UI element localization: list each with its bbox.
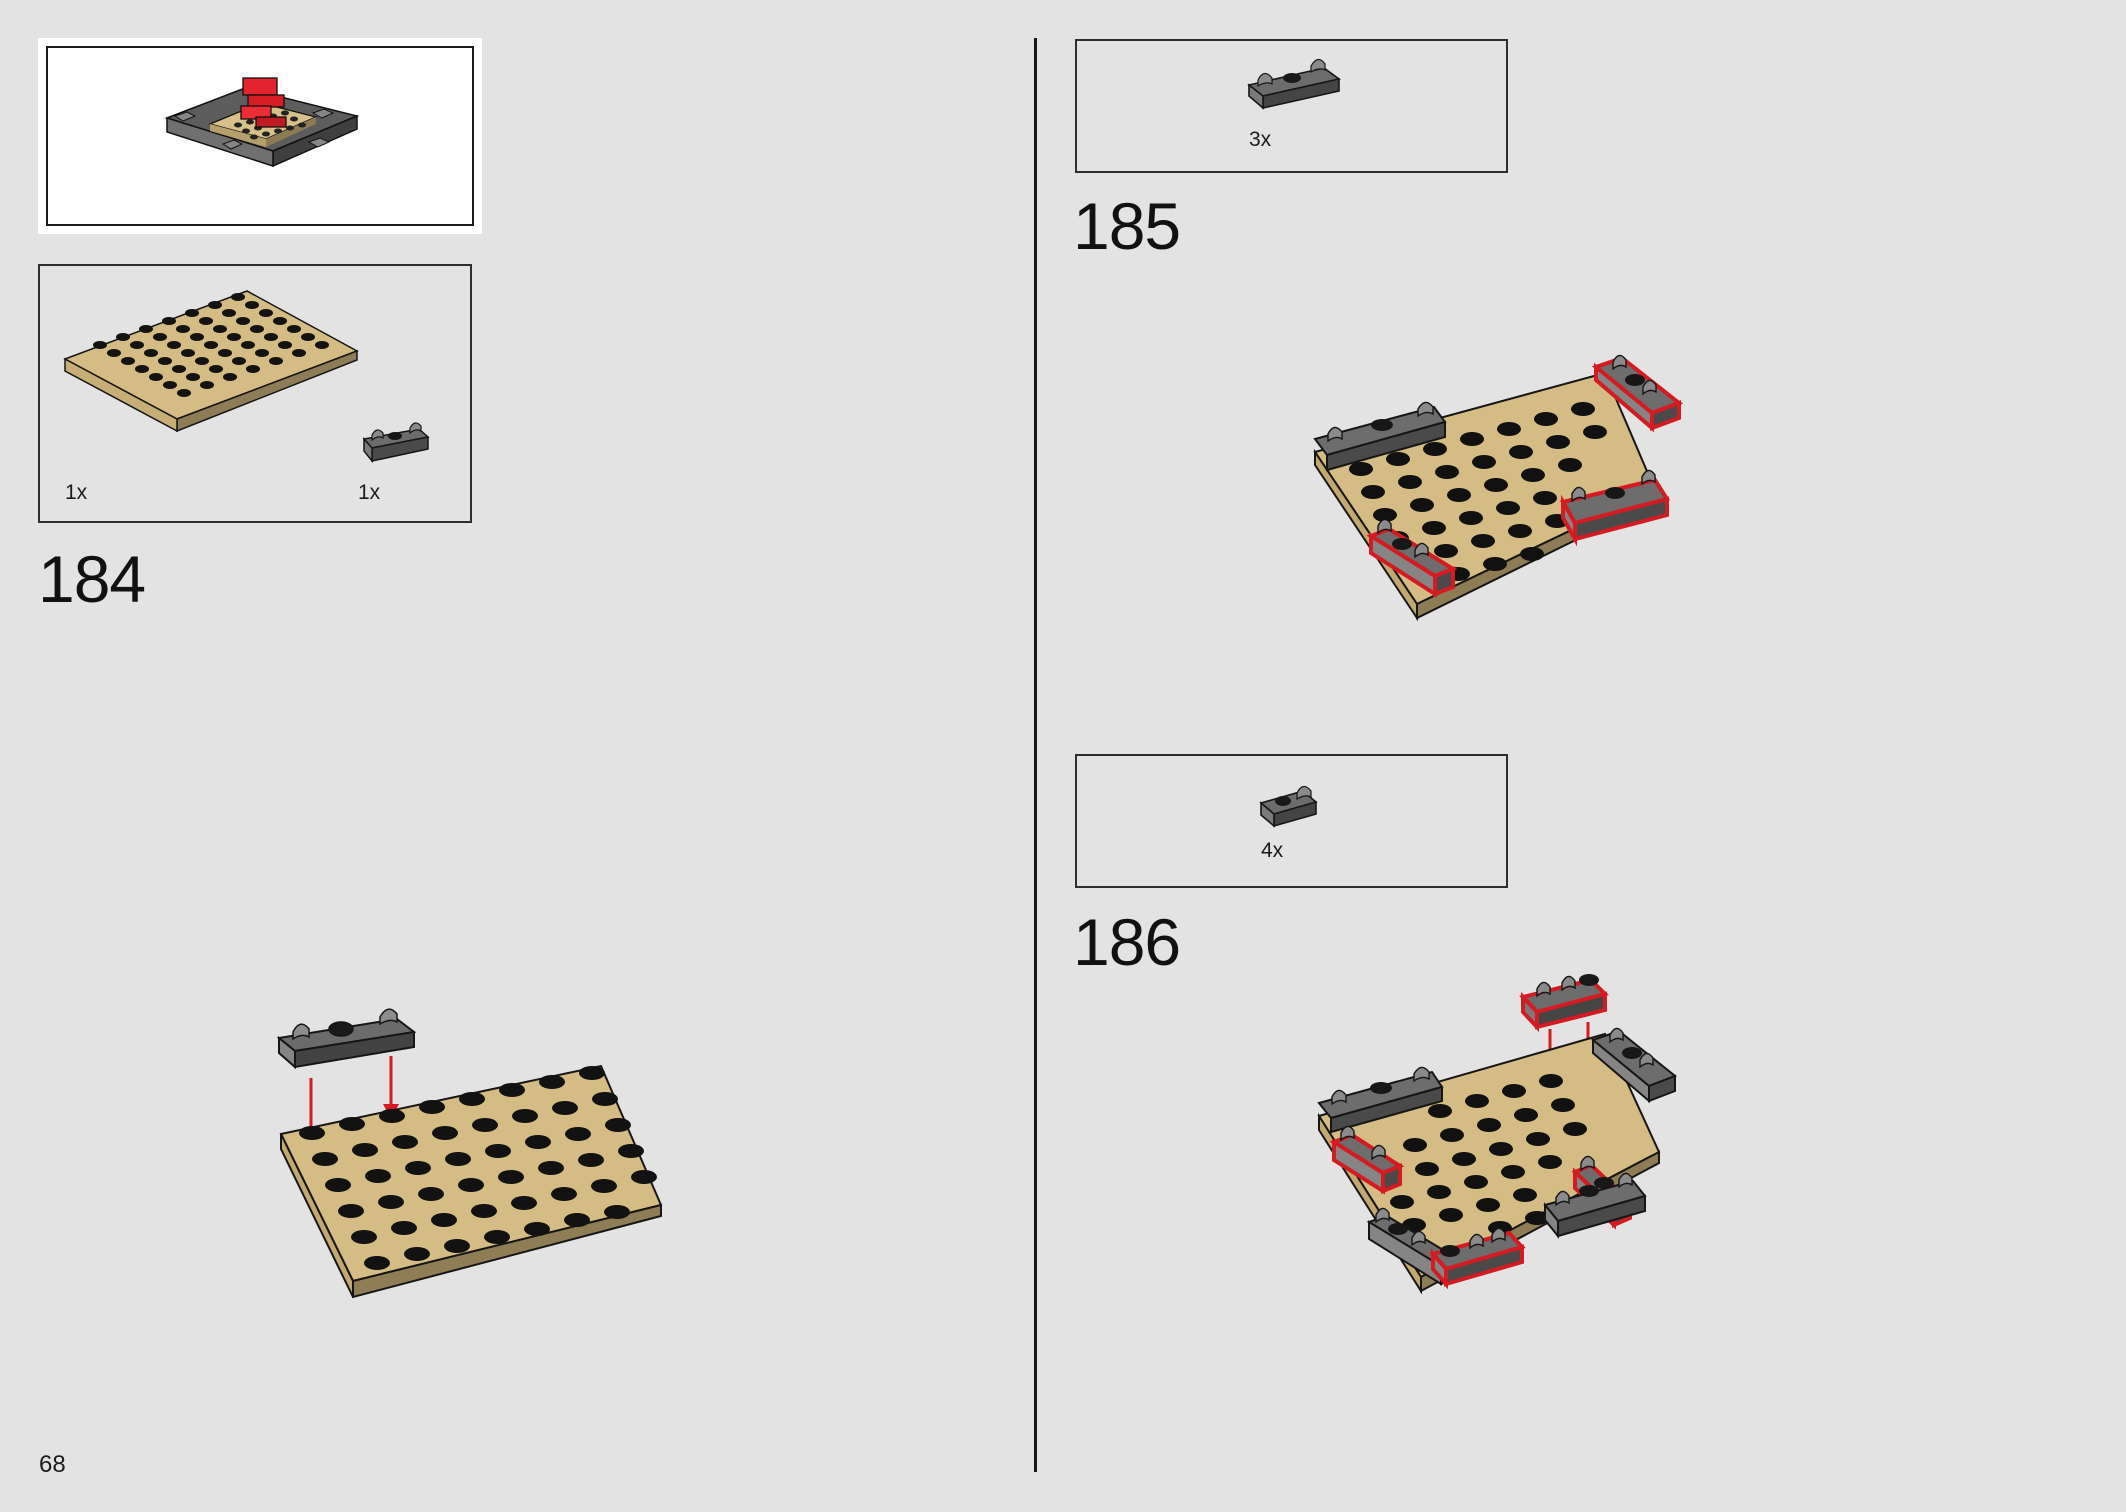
step-184-clip-quantity: 1x [358, 481, 381, 504]
step-185-number: 185 [1073, 189, 1181, 263]
clip-plate-icon [1317, 1066, 1444, 1134]
step-186-number: 186 [1073, 905, 1181, 979]
step-184-parts-box: 1x 1x [38, 264, 472, 523]
clip-plate-icon [1247, 58, 1341, 110]
overview-preview-box [38, 38, 482, 234]
page-number: 68 [39, 1451, 66, 1478]
step-186-assembly [1317, 974, 1677, 1295]
clip-plate-icon [1591, 354, 1684, 433]
clip-plate-icon [1329, 1125, 1405, 1195]
clip-plate-icon [1559, 469, 1671, 547]
step-186-parts-box: 4x [1075, 754, 1508, 888]
step-185-assembly [1313, 354, 1684, 622]
clip-plate-icon [276, 1008, 417, 1070]
step-184-plate-quantity: 1x [65, 481, 88, 504]
clip-plate-icon [362, 422, 430, 464]
clip-plate-icon [1366, 518, 1458, 598]
completed-model-preview-icon [164, 77, 360, 168]
clip-plate-icon [1259, 785, 1318, 828]
clip-plate-icon [1543, 1172, 1647, 1239]
clip-plate-icon [1519, 974, 1609, 1033]
clip-plate-icon [1590, 1027, 1677, 1104]
step-184-assembly [276, 1008, 663, 1299]
center-divider [1034, 38, 1037, 1472]
tan-plate-icon [63, 290, 359, 433]
step-184-number: 184 [38, 542, 146, 616]
step-185-clip-quantity: 3x [1249, 128, 1272, 151]
clip-plate-icon [1313, 401, 1447, 472]
clip-plate-icon [1429, 1227, 1526, 1290]
step-186-clip-quantity: 4x [1261, 839, 1284, 862]
step-185-parts-box: 3x [1075, 39, 1508, 173]
